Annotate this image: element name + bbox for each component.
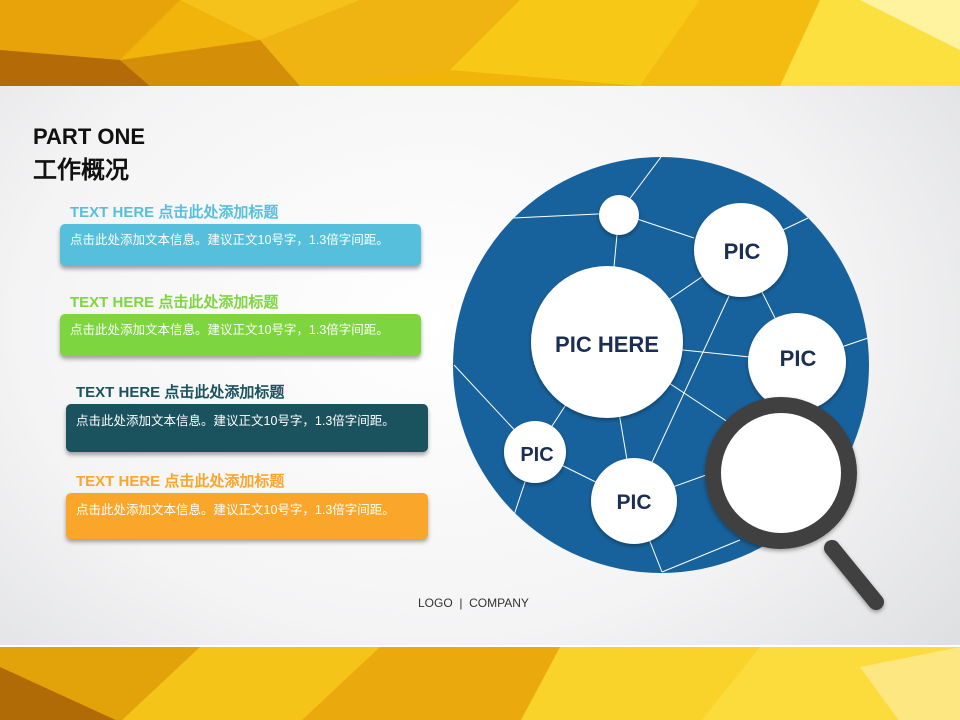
pic-placeholder-1 bbox=[694, 203, 788, 297]
item-box-3: 点击此处添加文本信息。建议正文10号字，1.3倍字间距。 bbox=[66, 404, 428, 452]
item-title-3: TEXT HERE 点击此处添加标题 bbox=[76, 384, 285, 401]
page-title: 工作概况 bbox=[33, 157, 129, 184]
item-box-2: 点击此处添加文本信息。建议正文10号字，1.3倍字间距。 bbox=[60, 314, 421, 356]
item-title-2: TEXT HERE 点击此处添加标题 bbox=[70, 294, 279, 311]
pic-label-2: PIC bbox=[780, 346, 817, 371]
item-title-1: TEXT HERE 点击此处添加标题 bbox=[70, 204, 279, 221]
top-banner bbox=[0, 0, 960, 86]
pic-label-4: PIC bbox=[616, 491, 651, 514]
polygon-pattern-bottom bbox=[0, 647, 960, 720]
bottom-banner bbox=[0, 645, 960, 720]
pic-placeholder-4 bbox=[591, 458, 677, 544]
pic-main-label: PIC HERE bbox=[555, 332, 659, 357]
pic-label-3: PIC bbox=[520, 444, 553, 466]
pic-small-placeholder bbox=[599, 195, 639, 235]
item-title-4: TEXT HERE 点击此处添加标题 bbox=[76, 473, 285, 490]
polygon-pattern-top bbox=[0, 0, 960, 86]
magnifier-icon bbox=[705, 397, 884, 610]
pic-label-1: PIC bbox=[724, 239, 761, 264]
item-box-4: 点击此处添加文本信息。建议正文10号字，1.3倍字间距。 bbox=[66, 493, 428, 539]
pic-main-placeholder bbox=[531, 266, 683, 418]
pic-placeholder-3 bbox=[504, 421, 566, 483]
item-box-1: 点击此处添加文本信息。建议正文10号字，1.3倍字间距。 bbox=[60, 224, 421, 266]
pic-placeholder-2 bbox=[748, 313, 846, 411]
footer-logo-company: LOGO | COMPANY bbox=[418, 596, 529, 610]
part-label: PART ONE bbox=[33, 124, 146, 149]
